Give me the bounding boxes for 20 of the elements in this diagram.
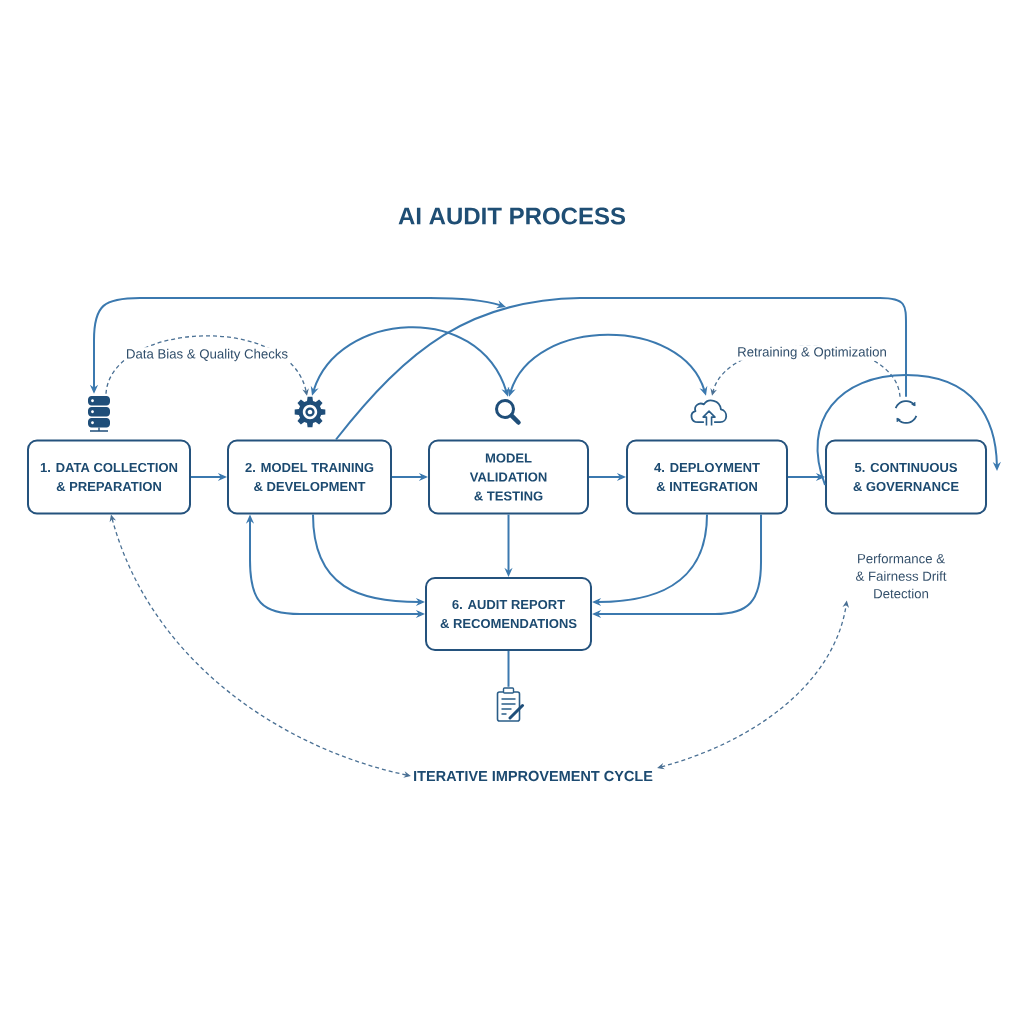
- note-text: Performance & & Fairness Drift Detection: [856, 553, 947, 599]
- cycle-label: ITERATIVE IMPROVEMENT CYCLE: [414, 770, 653, 782]
- process-box: MODEL VALIDATION & TESTING: [428, 439, 589, 515]
- clipboard-icon: [496, 687, 524, 722]
- process-box: 2. MODEL TRAINING & DEVELOPMENT: [227, 439, 392, 515]
- edge-label: Data Bias & Quality Checks: [124, 347, 290, 363]
- title: AI AUDIT PROCESS: [398, 207, 626, 225]
- connector-line: [335, 297, 907, 441]
- arrow: [816, 374, 1001, 486]
- cloud-upload-icon: [690, 399, 728, 427]
- connector-line: [507, 650, 510, 688]
- process-box: 4. DEPLOYMENT & INTEGRATION: [626, 439, 788, 515]
- gear-icon: [294, 396, 326, 428]
- edge-label: Retraining & Optimization: [735, 345, 889, 361]
- process-box: 1. DATA COLLECTION & PREPARATION: [27, 439, 191, 515]
- process-box: 6. AUDIT REPORT & RECOMENDATIONS: [425, 577, 592, 651]
- process-box: 5. CONTINUOUS & GOVERNANCE: [825, 439, 987, 515]
- refresh-icon: [894, 400, 918, 424]
- search-icon: [495, 399, 521, 425]
- database-icon: [88, 396, 110, 432]
